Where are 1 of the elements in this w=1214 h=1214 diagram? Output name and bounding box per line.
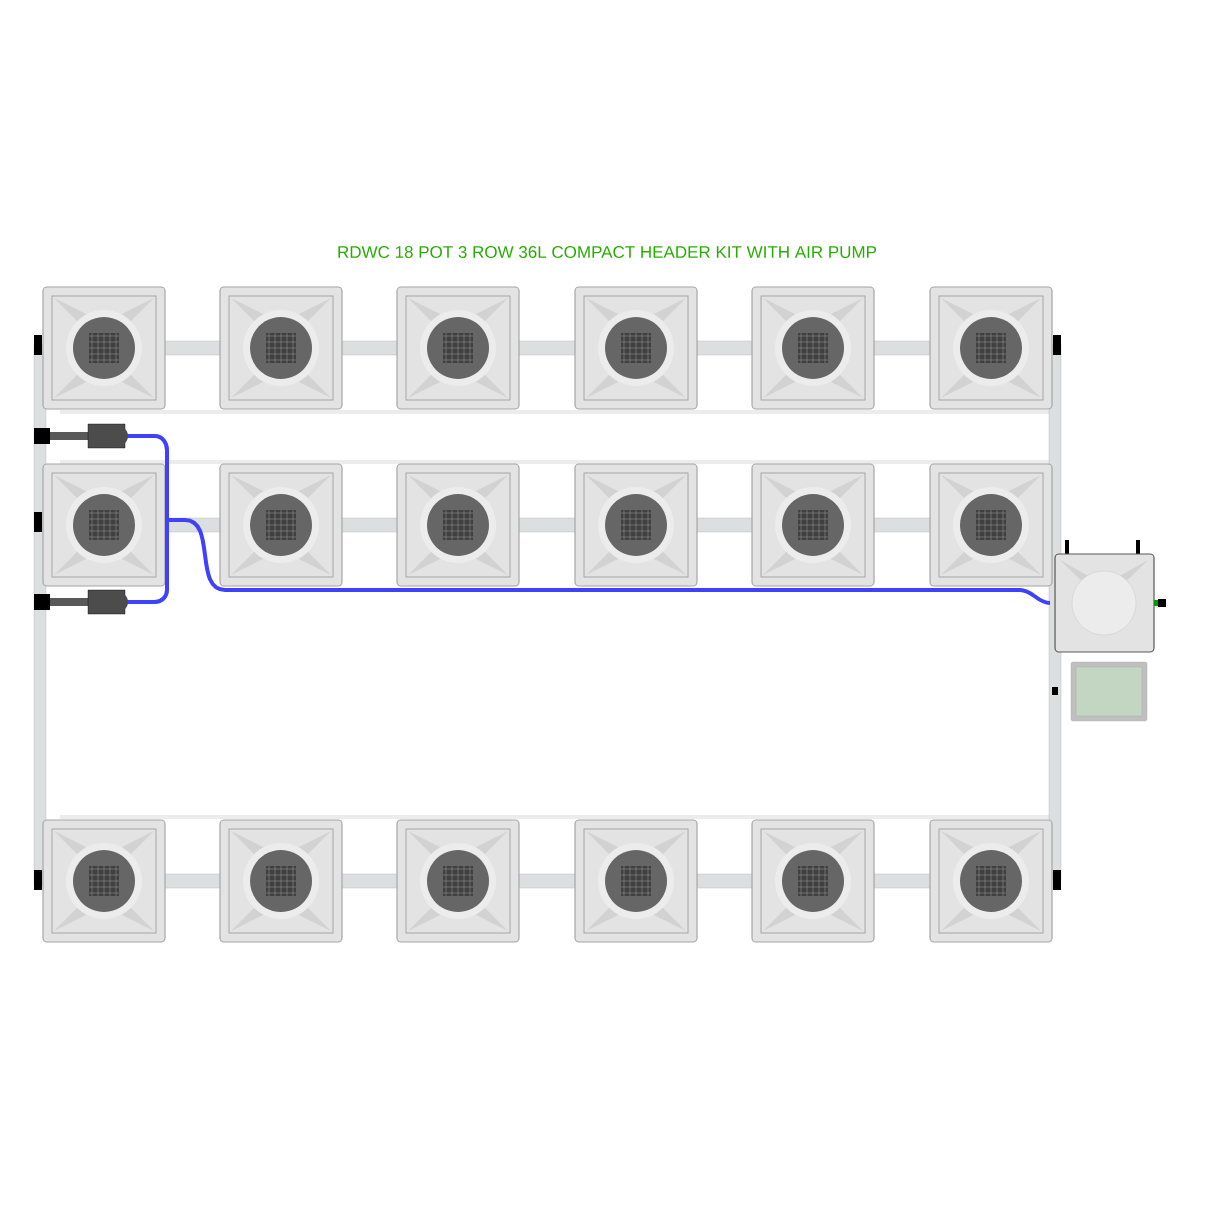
title: RDWC 18 POT 3 ROW 36L COMPACT HEADER KIT WITH AIR PUMP <box>338 246 877 258</box>
